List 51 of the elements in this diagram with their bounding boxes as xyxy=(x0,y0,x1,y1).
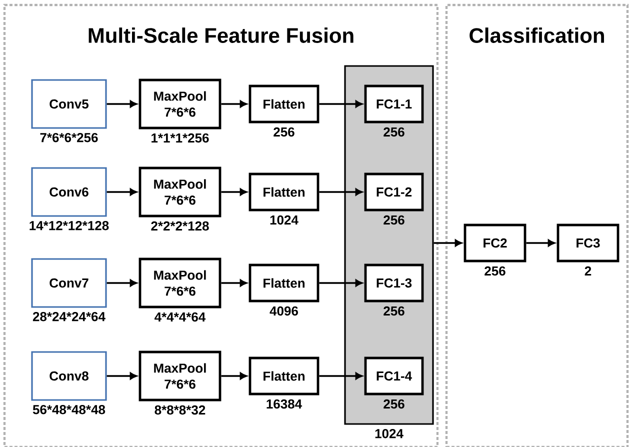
size-label: 16384 xyxy=(266,399,302,409)
fc-box: FC3 xyxy=(556,224,620,262)
size-label: 7*6*6*256 xyxy=(40,133,98,142)
size-label: 256 xyxy=(274,127,294,137)
flatten-box: Flatten xyxy=(248,172,320,212)
arrow xyxy=(221,372,247,380)
size-label: 2 xyxy=(584,266,592,276)
arrow xyxy=(319,372,362,380)
arrow xyxy=(221,279,247,287)
arrow xyxy=(106,279,137,287)
maxpool-box: MaxPool 7*6*6 xyxy=(138,166,222,218)
size-label: 4*4*4*64 xyxy=(154,312,206,322)
maxpool-box: MaxPool 7*6*6 xyxy=(138,350,222,402)
size-label: 28*24*24*64 xyxy=(32,312,106,322)
size-label: 1024 xyxy=(375,429,404,438)
arrow xyxy=(526,239,555,247)
size-label: 14*12*12*128 xyxy=(30,221,109,230)
fc-box: FC2 xyxy=(464,224,526,262)
size-label: 256 xyxy=(384,127,404,137)
size-label: 2*2*2*128 xyxy=(151,221,209,231)
maxpool-box: MaxPool 7*6*6 xyxy=(138,78,222,130)
flatten-box: Flatten xyxy=(248,264,320,302)
size-label: 256 xyxy=(484,266,506,276)
fc-box: FC1-1 xyxy=(364,84,424,124)
arrow xyxy=(319,100,362,108)
fc-box: FC1-2 xyxy=(364,172,424,212)
conv-box: Conv7 xyxy=(31,258,107,308)
conv-box: Conv8 xyxy=(31,351,107,401)
flatten-box: Flatten xyxy=(248,84,320,124)
size-label: 256 xyxy=(384,215,404,225)
size-label: 256 xyxy=(384,306,404,316)
conv-box: Conv6 xyxy=(31,167,107,217)
size-label: 8*8*8*32 xyxy=(154,405,206,415)
size-label: 1024 xyxy=(270,215,298,225)
conv-box: Conv5 xyxy=(31,79,107,129)
arrow xyxy=(221,188,247,196)
arrow xyxy=(106,100,137,108)
arrow xyxy=(319,188,362,196)
fc-box: FC1-4 xyxy=(364,356,424,396)
maxpool-box: MaxPool 7*6*6 xyxy=(138,258,222,308)
arrow xyxy=(221,100,247,108)
size-label: 256 xyxy=(384,399,404,409)
size-label: 4096 xyxy=(270,306,298,316)
arrow xyxy=(106,372,137,380)
arrow xyxy=(106,188,137,196)
arrow xyxy=(434,239,462,247)
arrow xyxy=(319,279,362,287)
fc-box: FC1-3 xyxy=(364,264,424,302)
size-label: 1*1*1*256 xyxy=(152,133,209,143)
flatten-box: Flatten xyxy=(248,356,320,396)
size-label: 56*48*48*48 xyxy=(32,405,106,414)
